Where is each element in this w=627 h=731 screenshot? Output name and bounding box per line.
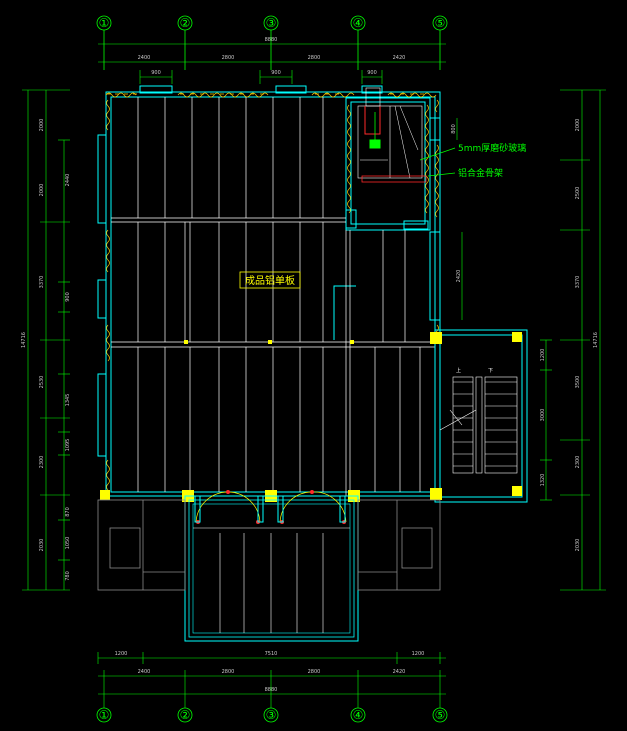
right-dim-inner-2: 2420 [456,270,462,283]
top-dimension-lines [98,43,446,84]
left-dimension-lines [22,89,70,591]
column [430,488,442,500]
bottom-dim-r2-4: 2420 [393,669,406,675]
stair-down-label: 下 [488,368,493,374]
bottom-dim-r1-3: 1200 [412,651,425,657]
left-dim-outer-5: 2300 [39,456,45,469]
left-dim-inner-4: 1095 [65,439,71,452]
top-dim-seg-4: 2420 [393,55,406,61]
column [184,340,188,344]
top-dim-seg-1: 2400 [138,55,151,61]
top-dim-seg-2: 2800 [222,55,235,61]
right-dim-outer-4: 3500 [575,376,581,389]
ceiling-label-box [239,271,301,289]
bottom-dim-r2-3: 2800 [308,669,321,675]
bottom-dimension-lines [97,652,446,708]
ceiling-material-label: 成品铝单板 [245,274,295,287]
entrance-porch [184,495,359,642]
glass-annotation: 5mm厚磨砂玻璃 [458,142,526,154]
left-dim-inner-2: 900 [65,292,71,302]
axis-bubble-bottom-5 [432,707,448,723]
right-dim-inner-1: 800 [451,124,457,134]
right-dim-total: 14716 [593,332,599,348]
axis-label-bottom-4: ④ [353,708,364,722]
building-walls [97,85,441,497]
top-dim-total: 8880 [265,37,278,43]
top-axis-row [96,15,448,70]
stair-up-label: 上 [456,367,461,374]
top-dim-window-1: 900 [151,70,161,76]
column [430,332,442,344]
axis-bubble-bottom-2 [177,707,193,723]
top-dim-window-3: 900 [367,70,377,76]
axis-label-top-1: ① [99,16,110,30]
right-dim-outer-5: 2300 [575,456,581,469]
column [512,332,522,342]
axis-label-bottom-3: ③ [266,708,277,722]
ceiling-panels [111,97,435,496]
right-dim-outer-6: 2030 [575,539,581,552]
left-dim-outer-6: 2030 [39,539,45,552]
axis-bubble-bottom-3 [263,707,279,723]
left-dim-outer-4: 2530 [39,376,45,389]
left-dim-inner-3: 1345 [65,394,71,407]
wall-hatch [105,92,439,491]
left-dim-inner-6: 1050 [65,537,71,550]
axis-label-top-4: ④ [353,16,364,30]
door-frames [194,495,346,523]
side-rooms [97,499,441,591]
axis-label-top-2: ② [180,16,191,30]
bottom-axis-row [96,707,448,723]
axis-label-top-3: ③ [266,16,277,30]
bottom-dim-r1-1: 1200 [115,651,128,657]
axis-label-top-5: ⑤ [435,16,446,30]
left-dim-outer-2: 2000 [39,184,45,197]
left-dim-inner-1: 2440 [65,174,71,187]
left-dim-inner-7: 780 [65,571,71,581]
right-dim-inner-5: 1320 [540,474,546,487]
frame-annotation: 铝合金骨架 [458,167,503,179]
bottom-dim-r1-2: 7510 [265,651,278,657]
axis-bubble-bottom-4 [350,707,366,723]
column [350,340,354,344]
right-dimension-lines [456,89,606,591]
left-dim-inner-5: 870 [65,507,71,517]
stair-treads [439,376,518,474]
right-dim-outer-2: 2500 [575,187,581,200]
right-dim-outer-3: 3370 [575,276,581,289]
axis-bubble-bottom-1 [96,707,112,723]
right-dim-inner-4: 3000 [540,409,546,422]
column [100,490,110,500]
right-dim-inner-3: 1200 [540,349,546,362]
left-dim-total: 14716 [21,332,27,348]
axis-label-bottom-2: ② [180,708,191,722]
top-dim-seg-3: 2800 [308,55,321,61]
annotation-leaders [419,147,456,177]
stair-block [434,329,528,503]
columns [100,332,522,502]
bottom-dim-r2-2: 2800 [222,669,235,675]
right-dim-outer-1: 2000 [575,119,581,132]
column [512,486,522,496]
left-dim-outer-3: 3370 [39,276,45,289]
bottom-dim-total: 8880 [265,687,278,693]
glass-partition [357,87,427,183]
left-dim-outer-1: 2000 [39,119,45,132]
top-dim-window-2: 900 [271,70,281,76]
axis-label-bottom-5: ⑤ [435,708,446,722]
bottom-dim-r2-1: 2400 [138,669,151,675]
column [268,340,272,344]
axis-label-bottom-1: ① [99,708,110,722]
